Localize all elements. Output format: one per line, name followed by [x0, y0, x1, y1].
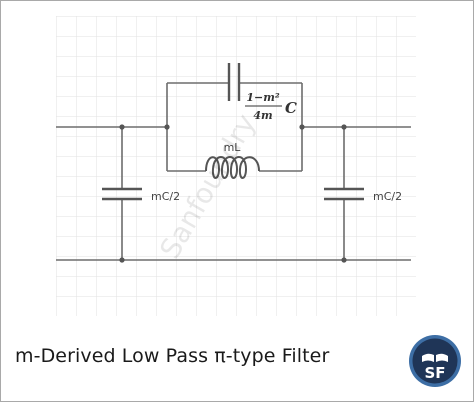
- series-cap-numerator: 1−m²: [246, 91, 280, 104]
- logo-disc: [412, 338, 458, 384]
- sanfoundry-logo: SF: [409, 335, 461, 387]
- inductor-label: mL: [224, 141, 242, 154]
- junction-dots: [119, 124, 347, 263]
- right-capacitor-label: mC/2: [373, 190, 402, 203]
- right-shunt-capacitor: [324, 187, 364, 201]
- junction-dot: [119, 257, 125, 263]
- junction-dot: [119, 124, 125, 130]
- series-cap-symbol: C: [285, 99, 297, 117]
- series-cap-denominator: 4m: [253, 109, 272, 122]
- junction-dot: [341, 124, 347, 130]
- junction-dot: [341, 257, 347, 263]
- figure-caption: m-Derived Low Pass π-type Filter: [15, 345, 330, 367]
- left-capacitor-label: mC/2: [151, 190, 180, 203]
- left-shunt-capacitor: [102, 187, 142, 201]
- book-icon: [422, 353, 448, 362]
- junction-dot: [299, 124, 305, 130]
- series-capacitor: [227, 63, 241, 101]
- junction-dot: [164, 124, 170, 130]
- inductor-coil: [205, 156, 260, 179]
- circuit-diagram: 1−m² 4m C mL mC/2 mC/2 Sanfoundry: [56, 16, 416, 316]
- wires: [56, 82, 411, 261]
- logo-text: SF: [424, 364, 445, 382]
